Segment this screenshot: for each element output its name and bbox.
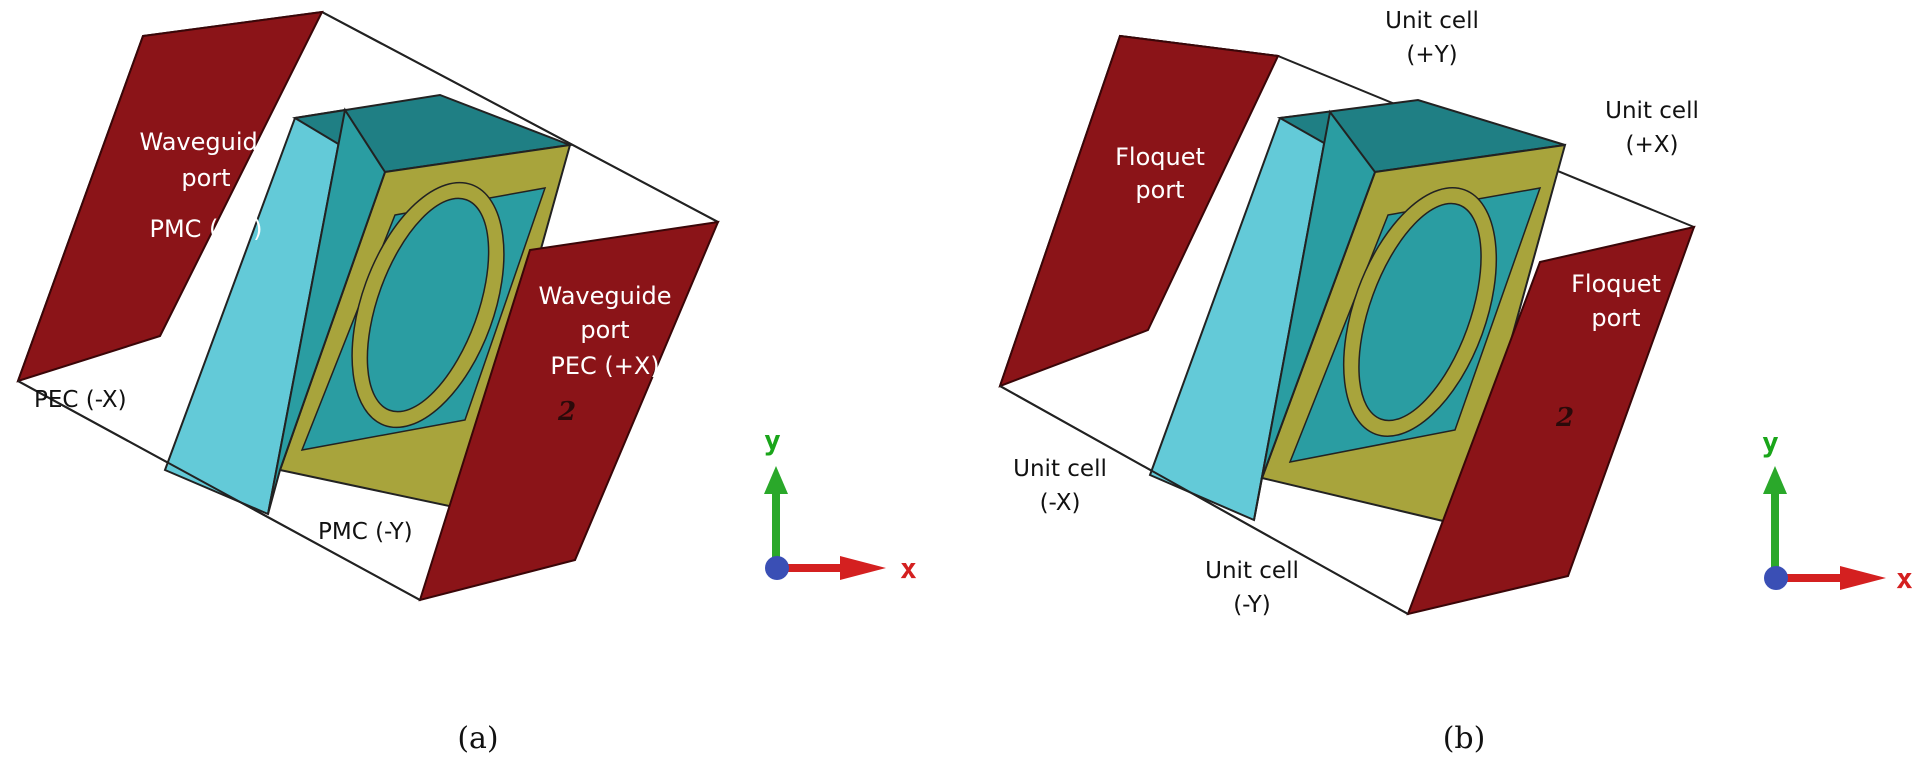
unit-cell-plus-y-line2: (+Y) <box>1406 42 1457 68</box>
x-axis-arrow-head <box>1840 566 1886 590</box>
panel-a: Waveguide port PMC (+Y) Waveguide port P… <box>16 10 917 756</box>
x-axis-arrow-shaft <box>778 564 842 572</box>
floquet-right-label-line2: port <box>1591 304 1640 332</box>
y-axis-arrow-shaft <box>772 490 780 558</box>
floquet-port-left <box>998 34 1280 388</box>
port-left-label-line3: PMC (+Y) <box>149 215 262 243</box>
caption-b: (b) <box>1443 721 1486 756</box>
y-axis-arrow-shaft <box>1771 490 1779 570</box>
ring-inner-edge <box>1358 202 1482 422</box>
floquet-left-label-line1: Floquet <box>1115 143 1205 171</box>
floquet-left-label-line2: port <box>1135 176 1184 204</box>
port-number-label: 2 <box>557 397 576 427</box>
box-edge-bottom <box>999 385 1409 615</box>
x-axis-label: x <box>900 552 917 585</box>
ring-outer-edge <box>1342 187 1498 437</box>
x-axis-arrow-head <box>840 556 886 580</box>
panel-b: Floquet port Floquet port 2 Unit cell (+… <box>998 8 1913 756</box>
waveguide-port-left <box>16 10 324 383</box>
ring-outer-edge <box>351 181 505 429</box>
unit-cell-minus-x-line2: (-X) <box>1040 490 1081 516</box>
unit-cell-plus-x-line1: Unit cell <box>1605 98 1699 124</box>
x-axis-arrow-shaft <box>1777 574 1841 582</box>
caption-a: (a) <box>457 721 498 756</box>
floquet-port-right <box>1406 225 1696 616</box>
pmc-minus-y-label: PMC (-Y) <box>318 519 413 545</box>
y-axis-arrow-head <box>764 466 788 494</box>
ring-resonator <box>351 182 505 428</box>
y-axis-arrow-head <box>1763 466 1787 494</box>
port-right-label-line3: PEC (+X) <box>550 352 659 380</box>
y-axis-label: y <box>1762 426 1779 459</box>
unit-cell-minus-y-line1: Unit cell <box>1205 558 1299 584</box>
axis-triad: y x <box>764 424 917 585</box>
substrate-side-face <box>267 107 387 515</box>
pec-minus-x-label: PEC (-X) <box>34 387 127 413</box>
floquet-right-label-line1: Floquet <box>1571 270 1661 298</box>
ring-resonator <box>1343 187 1497 437</box>
box-edge <box>321 11 719 223</box>
unit-cell-minus-x-line1: Unit cell <box>1013 456 1107 482</box>
unit-cell-plus-x-line2: (+X) <box>1626 132 1679 158</box>
unit-cell-minus-y-line2: (-Y) <box>1233 592 1271 618</box>
z-axis-dot <box>1764 566 1788 590</box>
port-left-label-line2: port <box>181 164 230 192</box>
x-axis-label: x <box>1896 562 1913 595</box>
axis-triad: y x <box>1762 426 1913 595</box>
box-edge-bottom <box>17 380 421 601</box>
port-left-label-line1: Waveguide <box>140 128 273 156</box>
port-right-label-line1: Waveguide <box>539 282 672 310</box>
waveguide-port-right <box>418 220 720 602</box>
y-axis-label: y <box>764 424 781 457</box>
unit-cell-plus-y-line1: Unit cell <box>1385 8 1479 34</box>
port-number-label: 2 <box>1555 403 1574 433</box>
port-right-label-line2: port <box>580 316 629 344</box>
substrate-side-face <box>1253 109 1377 521</box>
z-axis-dot <box>765 556 789 580</box>
ring-inner-edge <box>366 197 490 413</box>
